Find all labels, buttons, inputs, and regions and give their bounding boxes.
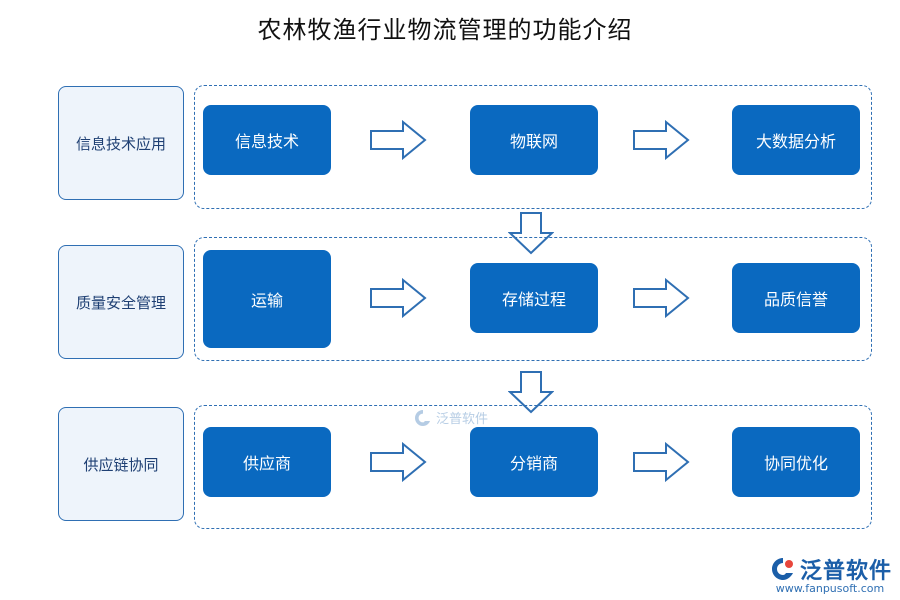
node-iot: 物联网: [470, 105, 598, 175]
node-collab-optimization: 协同优化: [732, 427, 860, 497]
node-supplier: 供应商: [203, 427, 331, 497]
brand-url: www.fanpusoft.com: [775, 582, 885, 595]
fanpu-logo-icon: [415, 409, 430, 426]
node-distributor: 分销商: [470, 427, 598, 497]
right-arrow-icon: [633, 120, 690, 160]
watermark: 泛普软件: [414, 408, 488, 427]
node-quality-reputation: 品质信誉: [732, 263, 860, 333]
brand-name: 泛普软件: [800, 559, 893, 584]
row-label-supply-chain: 供应链协同: [58, 407, 184, 521]
right-arrow-icon: [370, 278, 427, 318]
down-arrow-icon: [508, 371, 554, 414]
right-arrow-icon: [633, 442, 690, 482]
fanpu-logo-icon: [772, 558, 793, 580]
row-group-info-tech: [194, 85, 872, 209]
row-label-quality-safety: 质量安全管理: [58, 245, 184, 359]
row-group-quality-safety: [194, 237, 872, 361]
diagram-title: 农林牧渔行业物流管理的功能介绍: [257, 16, 633, 44]
right-arrow-icon: [633, 278, 690, 318]
node-transport: 运输: [203, 250, 331, 348]
brand-logo: 泛普软件: [770, 553, 892, 585]
down-arrow-icon: [508, 212, 554, 255]
node-storage: 存储过程: [470, 263, 598, 333]
node-info-tech: 信息技术: [203, 105, 331, 175]
right-arrow-icon: [370, 442, 427, 482]
row-label-info-tech: 信息技术应用: [58, 86, 184, 200]
watermark-text: 泛普软件: [436, 412, 489, 427]
row-group-supply-chain: [194, 405, 872, 529]
node-big-data: 大数据分析: [732, 105, 860, 175]
right-arrow-icon: [370, 120, 427, 160]
